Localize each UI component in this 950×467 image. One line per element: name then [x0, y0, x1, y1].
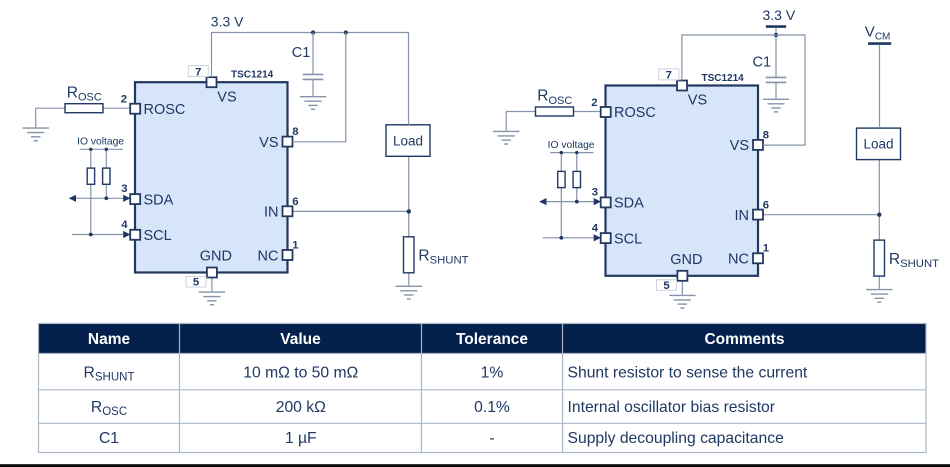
svg-text:1%: 1% [481, 365, 504, 382]
svg-text:VCM: VCM [865, 24, 891, 43]
svg-text:3.3 V: 3.3 V [763, 7, 796, 23]
svg-text:Internal oscillator bias resis: Internal oscillator bias resistor [568, 399, 776, 416]
svg-text:C1: C1 [292, 45, 311, 61]
svg-text:C1: C1 [753, 55, 772, 71]
svg-text:Tolerance: Tolerance [456, 331, 528, 348]
svg-text:Supply decoupling capacitance: Supply decoupling capacitance [568, 430, 785, 447]
svg-text:0.1%: 0.1% [474, 399, 510, 416]
svg-text:Shunt resistor to sense the cu: Shunt resistor to sense the current [568, 365, 808, 382]
svg-text:3.3 V: 3.3 V [211, 13, 244, 29]
svg-text:Comments: Comments [704, 331, 784, 348]
svg-text:1 µF: 1 µF [285, 430, 317, 447]
svg-text:C1: C1 [99, 430, 119, 447]
svg-text:10 mΩ to 50 mΩ: 10 mΩ to 50 mΩ [243, 365, 358, 382]
svg-text:Value: Value [280, 331, 321, 348]
svg-text:ROSC: ROSC [91, 399, 127, 418]
svg-text:RSHUNT: RSHUNT [84, 364, 135, 383]
svg-text:Name: Name [88, 331, 131, 348]
svg-text:200 kΩ: 200 kΩ [276, 399, 326, 416]
svg-text:-: - [489, 430, 494, 447]
